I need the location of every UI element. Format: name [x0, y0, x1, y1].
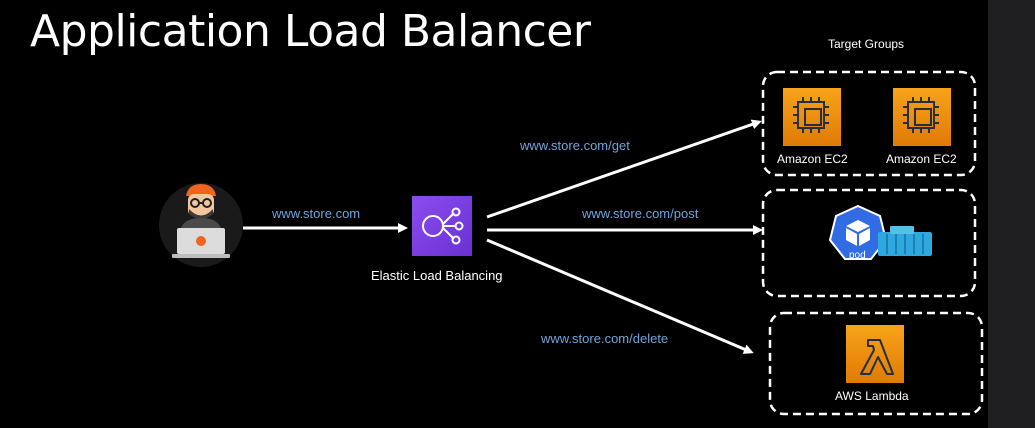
pod-label: pod [849, 250, 866, 261]
route-get-label: www.store.com/get [520, 138, 630, 153]
route-delete-label: www.store.com/delete [541, 331, 669, 346]
target-groups-label: Target Groups [828, 37, 905, 51]
route-incoming-label: www.store.com [272, 206, 361, 221]
target-group-kubernetes [761, 188, 977, 298]
elastic-load-balancing-icon [412, 196, 472, 256]
target-group-ec2 [761, 70, 977, 177]
developer-laptop-icon [159, 183, 243, 267]
route-post-label: www.store.com/post [582, 206, 699, 221]
side-panel [988, 0, 1035, 428]
ec2-chip-icon [893, 88, 951, 146]
lambda-icon [846, 325, 904, 383]
docker-container-icon [878, 226, 932, 256]
arrow-delete [486, 238, 754, 354]
lambda-label: AWS Lambda [835, 389, 909, 403]
arrow-get [486, 119, 762, 219]
target-group-lambda [768, 311, 984, 416]
load-balancer-label: Elastic Load Balancing [371, 268, 503, 283]
kubernetes-pod-icon [828, 204, 888, 260]
ec2-label-1: Amazon EC2 [777, 152, 848, 166]
slide-title: Application Load Balancer [30, 6, 591, 57]
ec2-chip-icon [783, 88, 841, 146]
ec2-label-2: Amazon EC2 [886, 152, 957, 166]
